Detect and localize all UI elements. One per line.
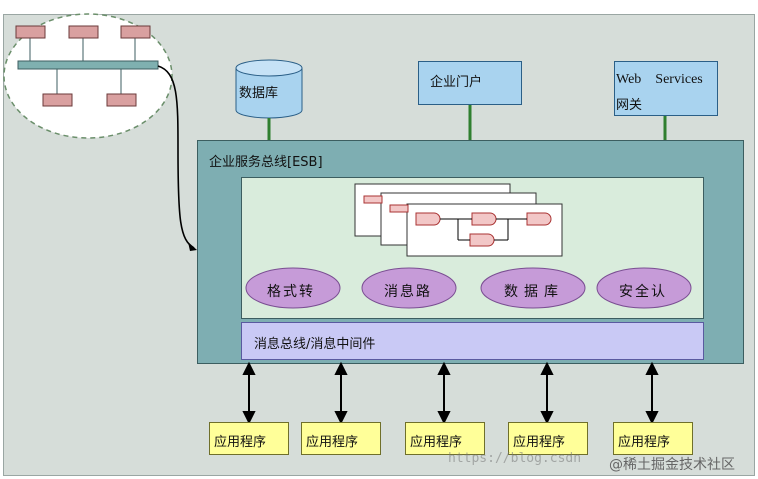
service-ellipse-format	[245, 267, 341, 309]
portal-box	[418, 61, 522, 105]
service-label-database: 数据库	[504, 284, 564, 300]
app-box-4	[508, 422, 588, 455]
service-label-routing: 消息路	[384, 284, 432, 300]
service-ellipse-security	[596, 267, 692, 309]
webservices-label-line2: 网关	[616, 98, 643, 113]
message-bus-box	[241, 322, 704, 360]
webservices-box	[614, 61, 718, 116]
portal-label: 企业门户	[430, 75, 483, 90]
service-label-format: 格式转	[267, 284, 315, 300]
process-flow-documents	[354, 183, 563, 257]
watermark-url: https://blog.csdn	[448, 451, 582, 466]
app-label-1: 应用程序	[214, 435, 267, 450]
service-ellipse-database	[480, 267, 586, 309]
app-label-2: 应用程序	[306, 435, 359, 450]
app-box-5	[613, 422, 693, 455]
app-label-5: 应用程序	[618, 435, 671, 450]
app-label-4: 应用程序	[513, 435, 566, 450]
service-ellipse-routing	[361, 267, 457, 309]
esb-title: 企业服务总线[ESB]	[209, 155, 323, 170]
database-cylinder	[235, 59, 303, 119]
watermark-brand: @稀土掘金技术社区	[609, 457, 735, 473]
message-bus-label: 消息总线/消息中间件	[254, 337, 376, 352]
app-box-2	[301, 422, 381, 455]
network-topology-icon	[3, 13, 173, 139]
service-label-security: 安全认	[619, 284, 667, 300]
app-label-3: 应用程序	[410, 435, 463, 450]
app-box-1	[209, 422, 289, 455]
app-arrows	[242, 361, 659, 425]
network-to-esb-arrow	[157, 65, 195, 249]
webservices-label-line1: Web Services	[616, 72, 703, 87]
app-box-3	[405, 422, 485, 455]
database-label: 数据库	[239, 86, 279, 101]
